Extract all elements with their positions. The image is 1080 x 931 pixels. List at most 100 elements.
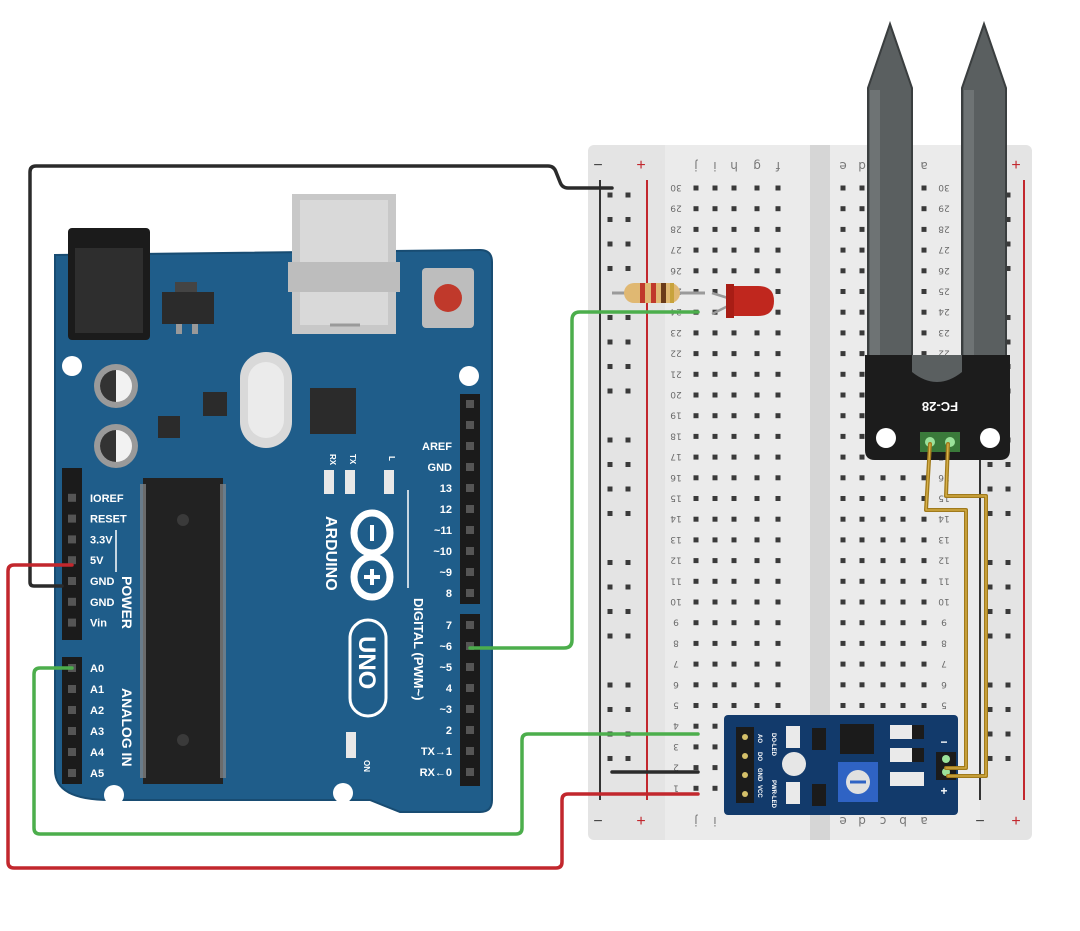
rail-hole[interactable] [1005, 731, 1011, 737]
breadboard-hole[interactable] [921, 682, 927, 688]
breadboard-hole[interactable] [900, 682, 906, 688]
power-pin-socket[interactable] [68, 618, 76, 627]
breadboard-hole[interactable] [921, 206, 927, 212]
breadboard-hole[interactable] [775, 620, 781, 626]
breadboard-hole[interactable] [712, 247, 718, 253]
breadboard-hole[interactable] [693, 723, 699, 729]
breadboard-hole[interactable] [775, 703, 781, 708]
breadboard-hole[interactable] [693, 247, 699, 253]
breadboard-hole[interactable] [712, 433, 718, 439]
rail-hole[interactable] [625, 682, 631, 688]
breadboard-hole[interactable] [921, 475, 927, 481]
digital-pin-socket[interactable] [466, 442, 474, 450]
breadboard-hole[interactable] [859, 454, 865, 460]
analog-pin-socket[interactable] [68, 685, 76, 693]
breadboard-hole[interactable] [693, 661, 699, 667]
breadboard-hole[interactable] [731, 599, 737, 605]
rail-hole[interactable] [987, 707, 993, 712]
rail-hole[interactable] [607, 388, 613, 394]
breadboard-hole[interactable] [840, 454, 846, 460]
breadboard-hole[interactable] [859, 268, 865, 274]
breadboard-hole[interactable] [840, 330, 846, 336]
breadboard-hole[interactable] [900, 703, 906, 708]
breadboard-hole[interactable] [880, 496, 886, 501]
breadboard-hole[interactable] [693, 185, 699, 191]
breadboard-hole[interactable] [712, 599, 718, 605]
breadboard-hole[interactable] [731, 682, 737, 688]
breadboard-hole[interactable] [859, 620, 865, 626]
rail-hole[interactable] [1005, 315, 1011, 320]
breadboard-hole[interactable] [840, 599, 846, 605]
digital-pin-socket[interactable] [466, 484, 474, 492]
breadboard-hole[interactable] [754, 496, 760, 501]
power-pin-socket[interactable] [68, 556, 76, 565]
digital-pin-socket[interactable] [466, 747, 474, 755]
rail-hole[interactable] [1005, 584, 1011, 590]
breadboard-hole[interactable] [900, 578, 906, 584]
breadboard-hole[interactable] [693, 516, 699, 522]
breadboard-hole[interactable] [693, 620, 699, 626]
rail-hole[interactable] [607, 241, 613, 247]
breadboard-hole[interactable] [775, 433, 781, 439]
rail-hole[interactable] [625, 633, 631, 639]
breadboard-hole[interactable] [754, 226, 760, 232]
breadboard-hole[interactable] [754, 351, 760, 357]
rail-hole[interactable] [1005, 241, 1011, 247]
breadboard-hole[interactable] [840, 578, 846, 584]
rail-hole[interactable] [1005, 192, 1011, 198]
breadboard-hole[interactable] [712, 351, 718, 357]
digital-pin-socket[interactable] [466, 663, 474, 671]
breadboard-hole[interactable] [693, 392, 699, 398]
analog-pin-socket[interactable] [68, 706, 76, 714]
breadboard-hole[interactable] [921, 309, 927, 315]
breadboard-hole[interactable] [840, 433, 846, 439]
breadboard-hole[interactable] [921, 620, 927, 626]
analog-pin-socket[interactable] [68, 748, 76, 756]
rail-hole[interactable] [625, 486, 631, 492]
breadboard-hole[interactable] [754, 185, 760, 191]
breadboard-hole[interactable] [775, 661, 781, 667]
red-led[interactable] [711, 284, 774, 318]
rail-hole[interactable] [607, 511, 613, 516]
breadboard-hole[interactable] [840, 516, 846, 522]
breadboard-hole[interactable] [840, 226, 846, 232]
breadboard-hole[interactable] [731, 185, 737, 191]
breadboard-hole[interactable] [859, 558, 865, 564]
rail-hole[interactable] [625, 364, 631, 369]
breadboard-hole[interactable] [880, 599, 886, 605]
breadboard-hole[interactable] [731, 578, 737, 584]
breadboard-hole[interactable] [775, 516, 781, 522]
breadboard-hole[interactable] [731, 330, 737, 336]
breadboard-hole[interactable] [775, 226, 781, 232]
breadboard-hole[interactable] [693, 682, 699, 688]
rail-hole[interactable] [607, 462, 613, 467]
breadboard-hole[interactable] [712, 661, 718, 667]
breadboard-hole[interactable] [712, 413, 718, 419]
digital-pin-socket[interactable] [466, 400, 474, 408]
breadboard-hole[interactable] [880, 620, 886, 626]
breadboard-hole[interactable] [775, 454, 781, 460]
breadboard-hole[interactable] [840, 661, 846, 667]
rail-hole[interactable] [625, 707, 631, 712]
breadboard-hole[interactable] [840, 351, 846, 357]
breadboard-hole[interactable] [775, 309, 781, 315]
wire-red-5v[interactable] [6, 563, 700, 870]
breadboard-hole[interactable] [754, 371, 760, 377]
breadboard-hole[interactable] [900, 620, 906, 626]
breadboard-hole[interactable] [693, 578, 699, 584]
breadboard-hole[interactable] [754, 475, 760, 481]
breadboard-hole[interactable] [712, 558, 718, 564]
digital-pin-socket[interactable] [466, 642, 474, 650]
breadboard-hole[interactable] [712, 268, 718, 274]
breadboard-hole[interactable] [880, 578, 886, 584]
rail-hole[interactable] [625, 462, 631, 467]
breadboard-hole[interactable] [921, 185, 927, 191]
breadboard-hole[interactable] [900, 496, 906, 501]
breadboard-hole[interactable] [754, 599, 760, 605]
breadboard-hole[interactable] [712, 682, 718, 688]
breadboard-hole[interactable] [775, 289, 781, 294]
breadboard-hole[interactable] [754, 516, 760, 522]
rail-hole[interactable] [987, 462, 993, 467]
rail-hole[interactable] [607, 339, 613, 345]
breadboard-hole[interactable] [754, 413, 760, 419]
